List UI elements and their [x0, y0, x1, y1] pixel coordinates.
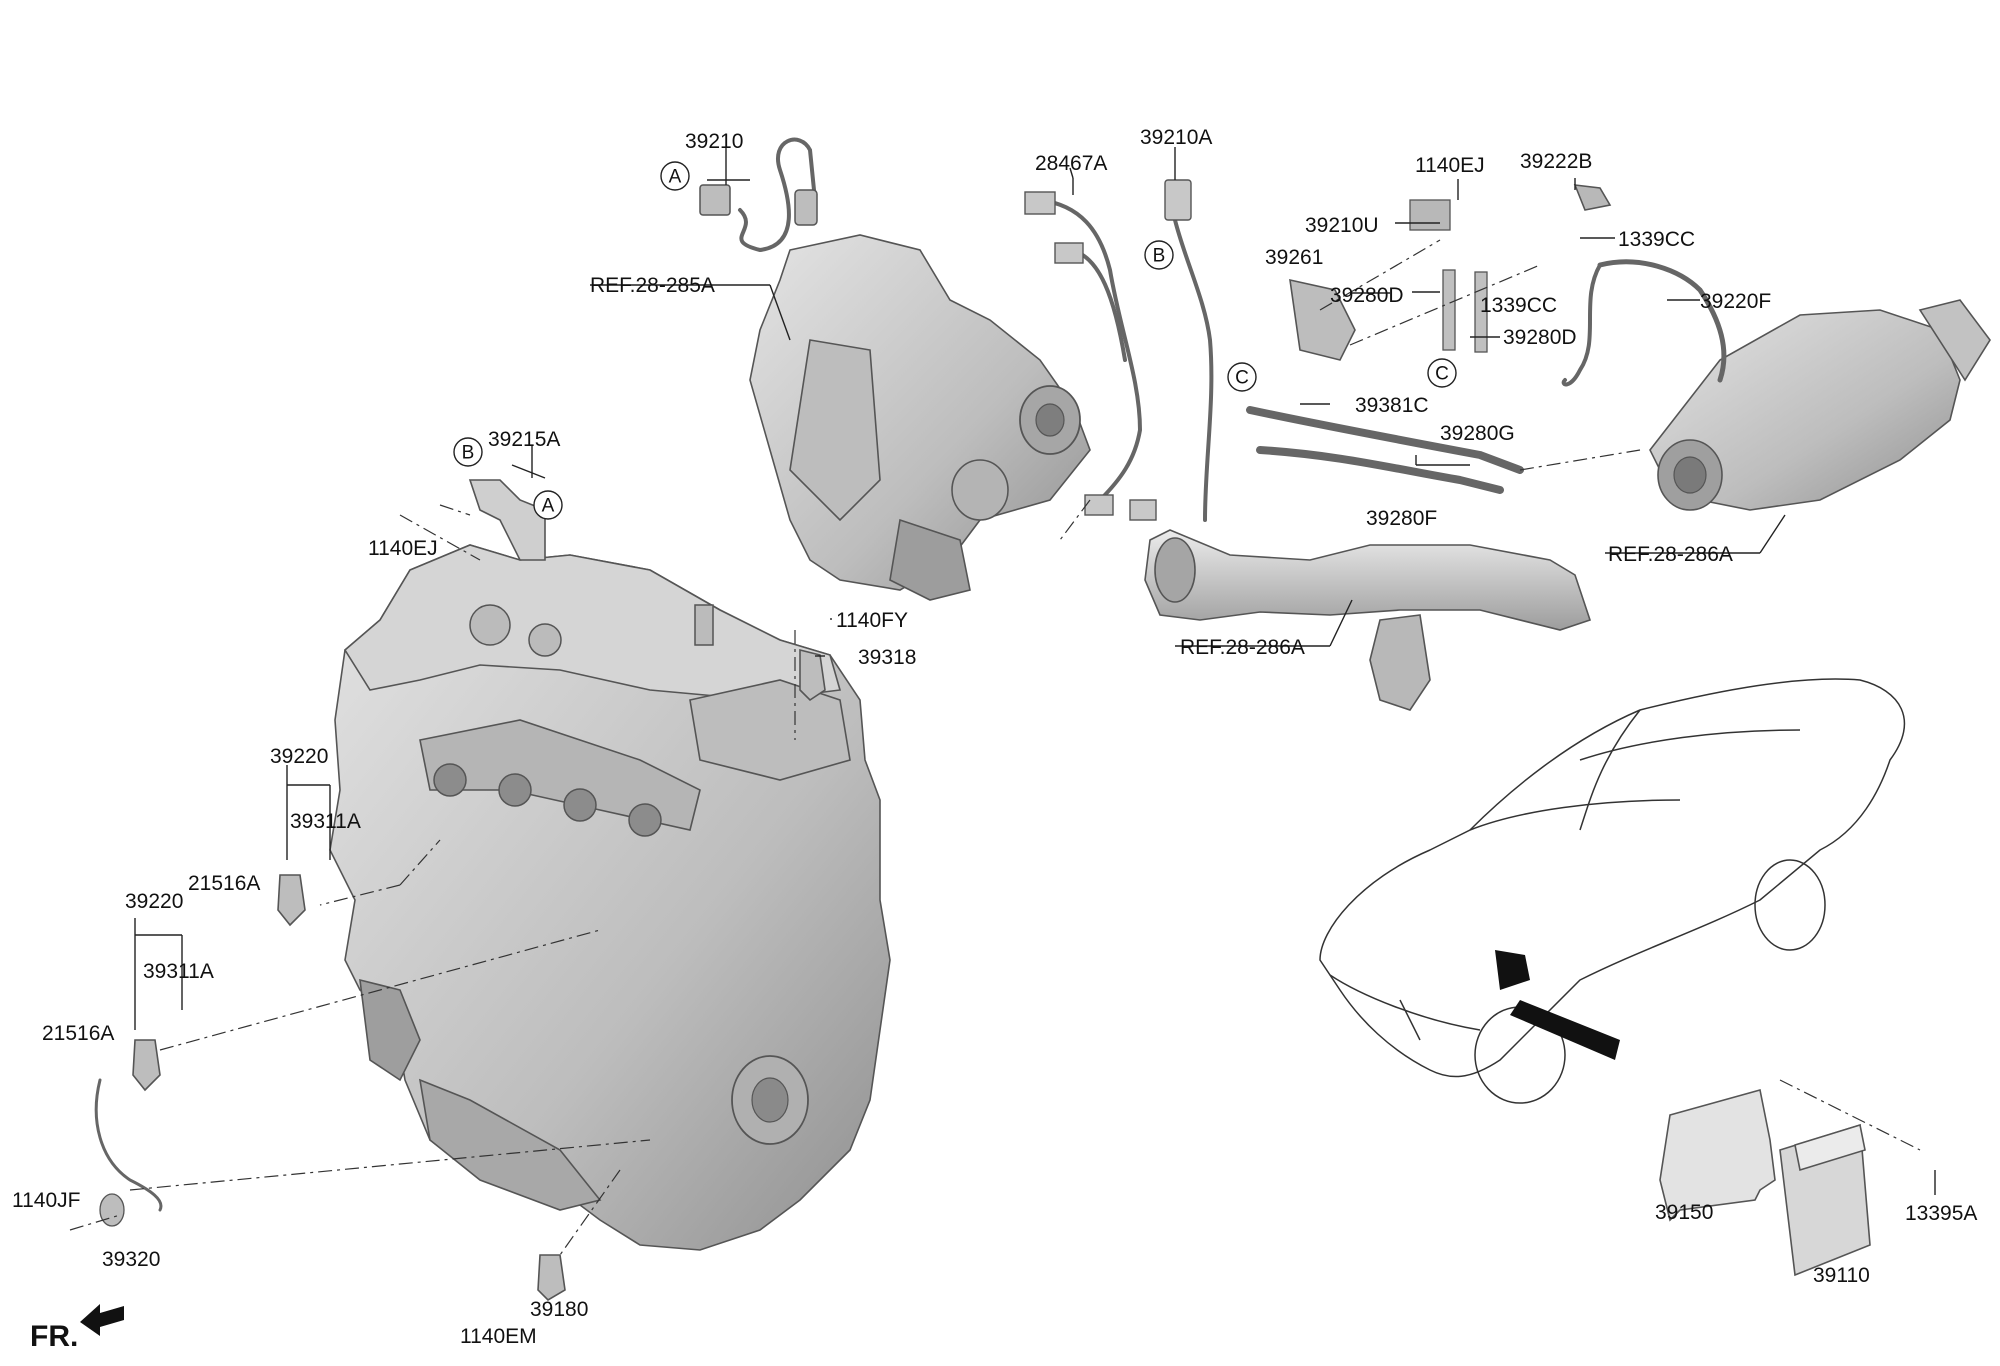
callout-A-left: A [533, 490, 563, 520]
front-direction-indicator: FR. [30, 1304, 124, 1353]
label-ref-28-285A: REF.28-285A [590, 274, 715, 297]
front-label: FR. [30, 1320, 78, 1353]
pressure-tubes [1246, 184, 1612, 494]
oxygen-sensor-39220F [1561, 259, 1727, 387]
label-39311A-b: 39311A [143, 960, 214, 983]
label-39311A-a: 39311A [290, 810, 361, 833]
dash-lines [69, 239, 1921, 1256]
front-pipe-catalyst [1144, 529, 1592, 711]
label-21516A-b: 21516A [42, 1022, 114, 1045]
label-ref-28-286A-mid: REF.28-286A [1180, 636, 1305, 659]
sensors-lower [94, 648, 826, 1302]
label-28467A: 28467A [1035, 152, 1107, 175]
car-outline [1319, 678, 1906, 1104]
label-1140EJ-top: 1140EJ [1415, 154, 1485, 177]
label-13395A: 13395A [1905, 1202, 1977, 1225]
label-39220-a: 39220 [270, 745, 328, 768]
label-1339CC-a: 1339CC [1618, 228, 1695, 251]
bracket-39215A [468, 479, 546, 561]
label-39215A: 39215A [488, 428, 560, 451]
label-39210A: 39210A [1140, 126, 1212, 149]
callout-B-left: B [453, 437, 483, 467]
label-1339CC-b: 1339CC [1480, 294, 1557, 317]
label-39280D-a: 39280D [1330, 284, 1404, 307]
wiring-harness-28467A [1024, 191, 1157, 521]
label-39280G: 39280G [1440, 422, 1515, 445]
label-39280F: 39280F [1366, 507, 1437, 530]
ecu-39110 [1779, 1123, 1871, 1277]
label-39220F: 39220F [1700, 290, 1771, 313]
label-39318: 39318 [858, 646, 916, 669]
label-1140EM: 1140EM [460, 1325, 537, 1348]
label-1140EJ-left: 1140EJ [368, 537, 438, 560]
label-39320: 39320 [102, 1248, 160, 1271]
label-39222B: 39222B [1520, 150, 1592, 173]
svg-text:B: B [1153, 246, 1166, 267]
oxygen-sensor-39210 [699, 137, 818, 253]
callout-C-right: C [1427, 358, 1457, 388]
underfloor-catalyst [1649, 299, 1991, 511]
label-1140FY: 1140FY [836, 609, 908, 632]
label-39220-b: 39220 [125, 890, 183, 913]
turbocharger-assembly [749, 234, 1091, 601]
label-1140JF: 1140JF [12, 1189, 81, 1212]
front-arrow-icon [80, 1304, 124, 1336]
leader-lines [134, 147, 1936, 1195]
part-labels: 39210 28467A 39210A 1140EJ 39222B 39210U… [12, 126, 1977, 1348]
svg-text:A: A [669, 167, 682, 188]
oxygen-sensor-39210A [1164, 179, 1214, 522]
label-39180: 39180 [530, 1298, 588, 1321]
svg-text:B: B [462, 443, 475, 464]
callout-B-top: B [1144, 240, 1174, 270]
callout-A-top: A [660, 161, 690, 191]
label-39210: 39210 [685, 130, 743, 153]
label-39261: 39261 [1265, 246, 1323, 269]
svg-text:C: C [1235, 368, 1249, 389]
label-39110: 39110 [1813, 1264, 1870, 1287]
label-39150: 39150 [1655, 1201, 1713, 1224]
label-39280D-b: 39280D [1503, 326, 1577, 349]
svg-text:A: A [542, 496, 555, 517]
engine-block [329, 544, 891, 1251]
label-39381C: 39381C [1355, 394, 1429, 417]
label-ref-28-286A-right: REF.28-286A [1608, 543, 1733, 566]
callout-C-left: C [1227, 362, 1257, 392]
svg-text:C: C [1435, 364, 1449, 385]
ecu-bracket-39150 [1659, 1088, 1776, 1222]
label-39210U: 39210U [1305, 214, 1379, 237]
label-21516A-a: 21516A [188, 872, 260, 895]
